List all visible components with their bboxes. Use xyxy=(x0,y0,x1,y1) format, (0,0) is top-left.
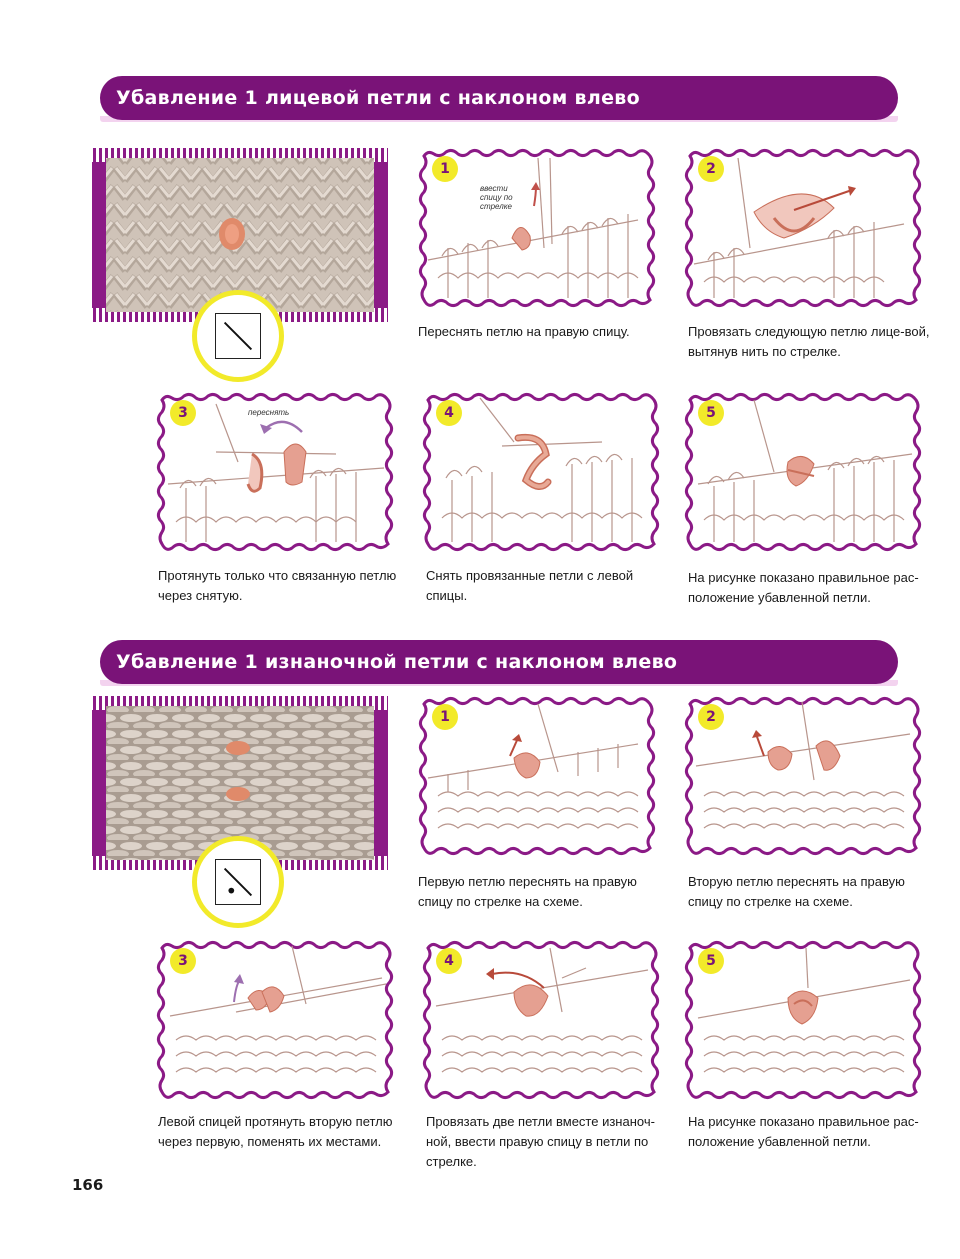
section-2-title: Убавление 1 изнаночной петли с наклоном … xyxy=(100,640,898,684)
step-panel: 5 xyxy=(684,392,922,552)
step-panel: 3 xyxy=(156,940,394,1100)
step-number-badge: 4 xyxy=(436,948,462,974)
step-panel: 3 переснять xyxy=(156,392,394,552)
step-panel: 4 xyxy=(422,392,660,552)
symbol-box xyxy=(215,313,261,359)
step-panel: 2 xyxy=(684,696,922,856)
decrease-symbol-knit xyxy=(192,290,284,382)
step-panel: 4 xyxy=(422,940,660,1100)
step-caption: На рисунке показано правильное рас-полож… xyxy=(688,570,919,605)
step-caption: Провязать две петли вместе изнаноч-ной, … xyxy=(426,1114,655,1169)
step-caption: Переснять петлю на правую спицу. xyxy=(418,324,630,339)
step-number-badge: 5 xyxy=(698,948,724,974)
step-panel: 1 xyxy=(418,696,656,856)
page-number: 166 xyxy=(72,1176,104,1194)
step-number-badge: 5 xyxy=(698,400,724,426)
step-caption: На рисунке показано правильное рас-полож… xyxy=(688,1114,919,1149)
step-caption: Первую петлю переснять на правую спицу п… xyxy=(418,874,637,909)
step-number-badge: 3 xyxy=(170,948,196,974)
step-number-badge: 2 xyxy=(698,704,724,730)
step-panel: 2 xyxy=(684,148,922,308)
step-number-badge: 1 xyxy=(432,704,458,730)
decrease-symbol-purl xyxy=(192,836,284,928)
step-panel: 5 xyxy=(684,940,922,1100)
step-caption: Левой спицей протянуть вторую петлю чере… xyxy=(158,1114,393,1149)
step-note: ввести спицу по стрелке xyxy=(480,184,513,211)
step-number-badge: 1 xyxy=(432,156,458,182)
step-panel: 1 ввести спицу по стрелке xyxy=(418,148,656,308)
step-note: переснять xyxy=(248,408,290,417)
step-caption: Снять провязанные петли с левой спицы. xyxy=(426,568,634,603)
section-1-title: Убавление 1 лицевой петли с наклоном вле… xyxy=(100,76,898,120)
step-number-badge: 3 xyxy=(170,400,196,426)
step-caption: Вторую петлю переснять на правую спицу п… xyxy=(688,874,905,909)
symbol-box xyxy=(215,859,261,905)
step-caption: Провязать следующую петлю лице-вой, вытя… xyxy=(688,324,930,359)
step-caption: Протянуть только что связанную петлю чер… xyxy=(158,568,397,603)
step-number-badge: 4 xyxy=(436,400,462,426)
step-number-badge: 2 xyxy=(698,156,724,182)
